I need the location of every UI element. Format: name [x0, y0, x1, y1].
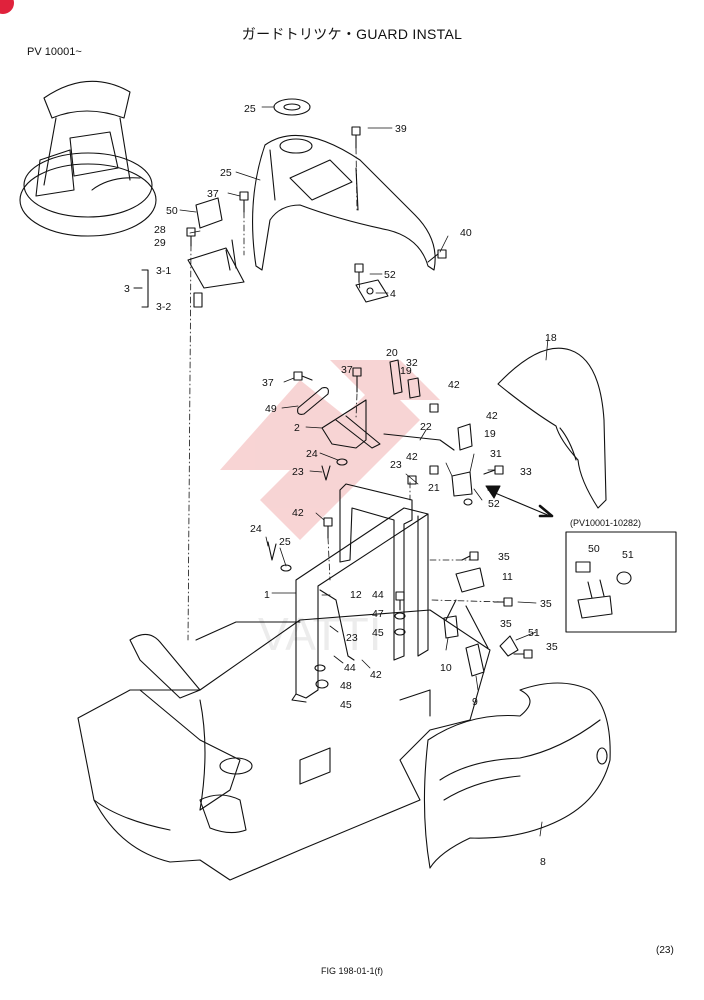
callout-3-2: 3-2	[156, 301, 171, 313]
callout-39: 37	[341, 364, 353, 376]
callout-43a: 44	[372, 589, 384, 601]
part-20-bracket	[389, 359, 403, 395]
callout-35e: 35	[540, 598, 552, 610]
callout-23a: 23	[390, 459, 402, 471]
callout-42b: 42	[486, 410, 498, 422]
part-51-plate	[499, 635, 519, 657]
part-2-bracket	[321, 399, 367, 449]
inset-pointer-arrow	[487, 489, 551, 517]
part-11-bracket	[455, 567, 485, 593]
upper-frame-base	[77, 609, 491, 881]
callout-18: 18	[545, 332, 557, 344]
part-29-ring	[273, 98, 311, 116]
callout-44a: 45	[372, 627, 384, 639]
figure-number: FIG 198-01-1(f)	[320, 966, 384, 976]
callout-11: 11	[502, 571, 513, 583]
callout-25b: 25	[279, 536, 291, 548]
part-10-bracket	[443, 615, 459, 639]
callout-19b: 19	[484, 428, 496, 440]
callout-20: 20	[386, 347, 398, 359]
watermark-logo	[220, 360, 440, 540]
callout-leaders	[179, 106, 549, 837]
part-19b-clip	[457, 423, 473, 451]
callout-36: 37	[262, 377, 274, 389]
part-9-plate	[465, 643, 485, 677]
inset-box	[565, 531, 677, 633]
callout-50: 51	[622, 549, 634, 561]
callout-10: 10	[440, 662, 452, 674]
callout-23b: 23	[346, 632, 358, 644]
callout-43b: 44	[344, 662, 356, 674]
page-title: ガードトリツケ・GUARD INSTAL	[241, 26, 463, 42]
watermark-text: VATTI	[258, 608, 382, 660]
callout-35f: 35	[500, 618, 512, 630]
callout-42d: 42	[370, 669, 382, 681]
callout-37b: 37	[207, 188, 219, 200]
callout-47: 49	[265, 403, 277, 415]
part-1-frame	[291, 483, 429, 703]
callout-9: 9	[472, 696, 478, 708]
callout-40: 42	[292, 507, 304, 519]
serial-range-label: PV 10001~	[27, 46, 82, 58]
callout-33: 52	[488, 498, 500, 510]
callout-35g: 35	[546, 641, 558, 653]
callout-51: 51	[528, 627, 540, 639]
callout-2: 2	[294, 422, 300, 434]
callout-24b: 24	[250, 523, 262, 535]
part-21-bracket	[451, 471, 473, 497]
callout-3-1: 3-1	[156, 265, 171, 277]
callout-25a: 24	[306, 448, 318, 460]
callout-35d: 35	[498, 551, 510, 563]
callout-24a: 23	[292, 466, 304, 478]
part-18-cover	[497, 347, 607, 509]
callout-35b: 32	[406, 357, 418, 369]
part-48-cover	[195, 197, 223, 229]
callout-32: 31	[490, 448, 502, 460]
callout-45b: 48	[340, 680, 352, 692]
callout-1: 1	[264, 589, 270, 601]
callout-52: 29	[154, 237, 166, 249]
callout-21: 21	[428, 482, 440, 494]
callout-35a: 52	[384, 269, 396, 281]
corner-badge	[0, 0, 14, 14]
callout-29: 25	[244, 103, 256, 115]
machine-thumbnail	[19, 80, 157, 237]
part-24-clip	[321, 465, 331, 481]
callout-4: 4	[390, 288, 396, 300]
part-22-rod	[383, 433, 455, 451]
callout-19a: 19	[400, 365, 412, 377]
callout-22: 22	[420, 421, 432, 433]
callout-42a: 42	[448, 379, 460, 391]
bolts	[186, 126, 533, 659]
callout-45a: 47	[372, 608, 384, 620]
callout-3: 3	[124, 283, 130, 295]
callout-37a: 39	[395, 123, 407, 135]
part-28-canopy	[252, 134, 436, 271]
callout-31: 28	[154, 224, 166, 236]
callout-49: 50	[588, 543, 600, 555]
part-3-2-block	[193, 292, 203, 308]
callout-37c: 40	[460, 227, 472, 239]
callout-48: 50	[166, 205, 178, 217]
callout-42c: 42	[406, 451, 418, 463]
leader-lines	[187, 147, 505, 641]
inset-serial-label: (PV10001-10282)	[570, 518, 642, 528]
callout-12: 12	[350, 589, 362, 601]
part-4-bracket	[355, 279, 389, 303]
callout-8: 8	[540, 856, 546, 868]
page-number: (23)	[656, 945, 674, 956]
callout-44b: 45	[340, 699, 352, 711]
part-24b-clip	[267, 541, 277, 561]
part-47-link	[297, 387, 329, 415]
callout-numbers: 25 39 25 37 50 28 29 40 3-1 3 3-2 52 4 1…	[124, 103, 634, 868]
part-19-clip	[407, 377, 421, 399]
callout-28: 25	[220, 167, 232, 179]
callout-35c: 33	[520, 466, 532, 478]
part-3-1-plate	[187, 247, 245, 289]
part-8-counterweight	[423, 682, 611, 869]
